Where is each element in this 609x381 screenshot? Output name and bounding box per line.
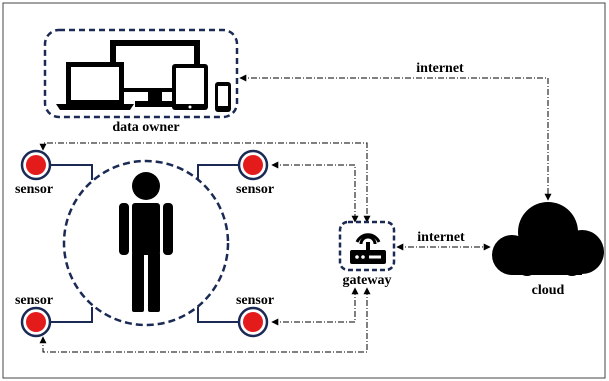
internet-label-mid: internet	[417, 230, 465, 245]
gateway-label: gateway	[343, 273, 392, 288]
sensor-label-br: sensor	[236, 293, 274, 308]
sensor-label-tl: sensor	[15, 182, 53, 197]
sensor-label-bl: sensor	[15, 293, 53, 308]
gateway-box	[338, 220, 396, 272]
sensor-top-left	[20, 149, 52, 181]
internet-link-top	[239, 74, 552, 201]
data-owner-label: data owner	[112, 120, 179, 135]
sensor-gateway-links	[39, 142, 371, 353]
sensor-label-tr: sensor	[236, 182, 274, 197]
sensor-bottom-left	[20, 306, 52, 338]
wifi-router-icon	[350, 233, 386, 264]
internet-label-top: internet	[416, 61, 464, 76]
sensor-bottom-right	[237, 306, 269, 338]
cloud-icon	[492, 202, 604, 276]
person-icon	[119, 172, 173, 312]
cloud-label: cloud	[532, 283, 565, 298]
sensor-top-right	[237, 149, 269, 181]
data-owner-box	[43, 28, 239, 119]
devices-icon	[56, 40, 231, 112]
